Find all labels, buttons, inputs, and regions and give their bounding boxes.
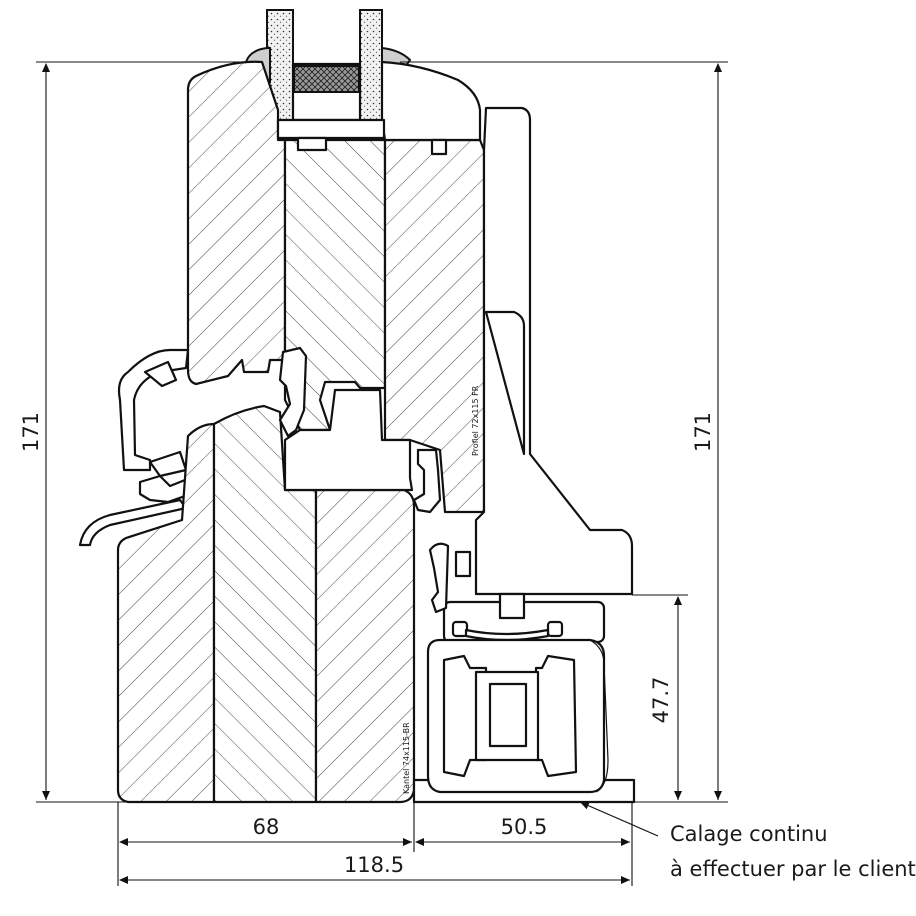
frame-timber-outer	[116, 422, 216, 804]
sill-core-inner	[488, 682, 528, 748]
dim-height-left-label: 171	[19, 412, 43, 452]
drip-rail	[117, 348, 190, 472]
profile-label-upper: Profiel 72x115 FR	[471, 385, 480, 456]
sill-clip-2	[454, 550, 472, 578]
sash-section	[186, 60, 486, 514]
hinge-stop-right	[546, 620, 564, 638]
note-line-2: à effectuer par le client	[670, 857, 916, 881]
seal-outer	[278, 346, 308, 438]
sash-bead-clip	[276, 118, 386, 140]
drip-clip-upper	[143, 360, 178, 388]
cover-profile-tall	[474, 106, 634, 596]
sill-profile	[426, 542, 609, 794]
dim-width-frame: 68	[119, 815, 412, 846]
hinge-arm	[464, 628, 550, 642]
note-leader	[579, 801, 659, 837]
dim-height-right: 171	[691, 63, 722, 800]
dim-height-right-label: 171	[691, 412, 715, 452]
hinge-stop-left	[451, 620, 469, 638]
dim-width-total-label: 118.5	[344, 853, 404, 877]
extension-lines	[36, 61, 728, 886]
sill-wall-inner	[589, 639, 609, 793]
profile-label-lower: Kantel 74x115-BR	[402, 722, 411, 794]
dim-width-frame-label: 68	[253, 815, 280, 839]
sill-clip	[428, 542, 450, 614]
weather-seals	[278, 346, 442, 514]
aluminium-drip-profile	[78, 348, 190, 547]
glass-desiccant	[293, 65, 360, 93]
drip-clip-lower	[148, 450, 188, 478]
dim-height-left: 171	[19, 63, 50, 800]
drip-clip	[138, 474, 187, 504]
note-line-1: Calage continu	[670, 822, 828, 846]
dim-width-sill: 50.5	[415, 815, 630, 846]
sill-chamber-right	[534, 654, 578, 778]
dim-drip-height: 47.7	[649, 596, 682, 800]
sash-timber-outer	[186, 60, 287, 386]
cover-profile-step	[484, 310, 526, 456]
glazing-unit	[244, 9, 412, 123]
frame-rebate	[283, 388, 414, 492]
seal-inner	[412, 448, 442, 514]
frame-timber-inner	[314, 488, 416, 804]
glass-pane-right	[359, 9, 383, 123]
sash-bead-tab-2	[430, 138, 448, 156]
dim-drip-height-label: 47.7	[649, 677, 673, 724]
dim-width-total: 118.5	[119, 853, 630, 884]
hinge-pin	[498, 592, 526, 620]
frame-section	[116, 388, 636, 804]
sash-bead-tab	[296, 136, 328, 152]
dim-width-sill-label: 50.5	[501, 815, 548, 839]
glazing-bead-interior	[380, 60, 482, 142]
